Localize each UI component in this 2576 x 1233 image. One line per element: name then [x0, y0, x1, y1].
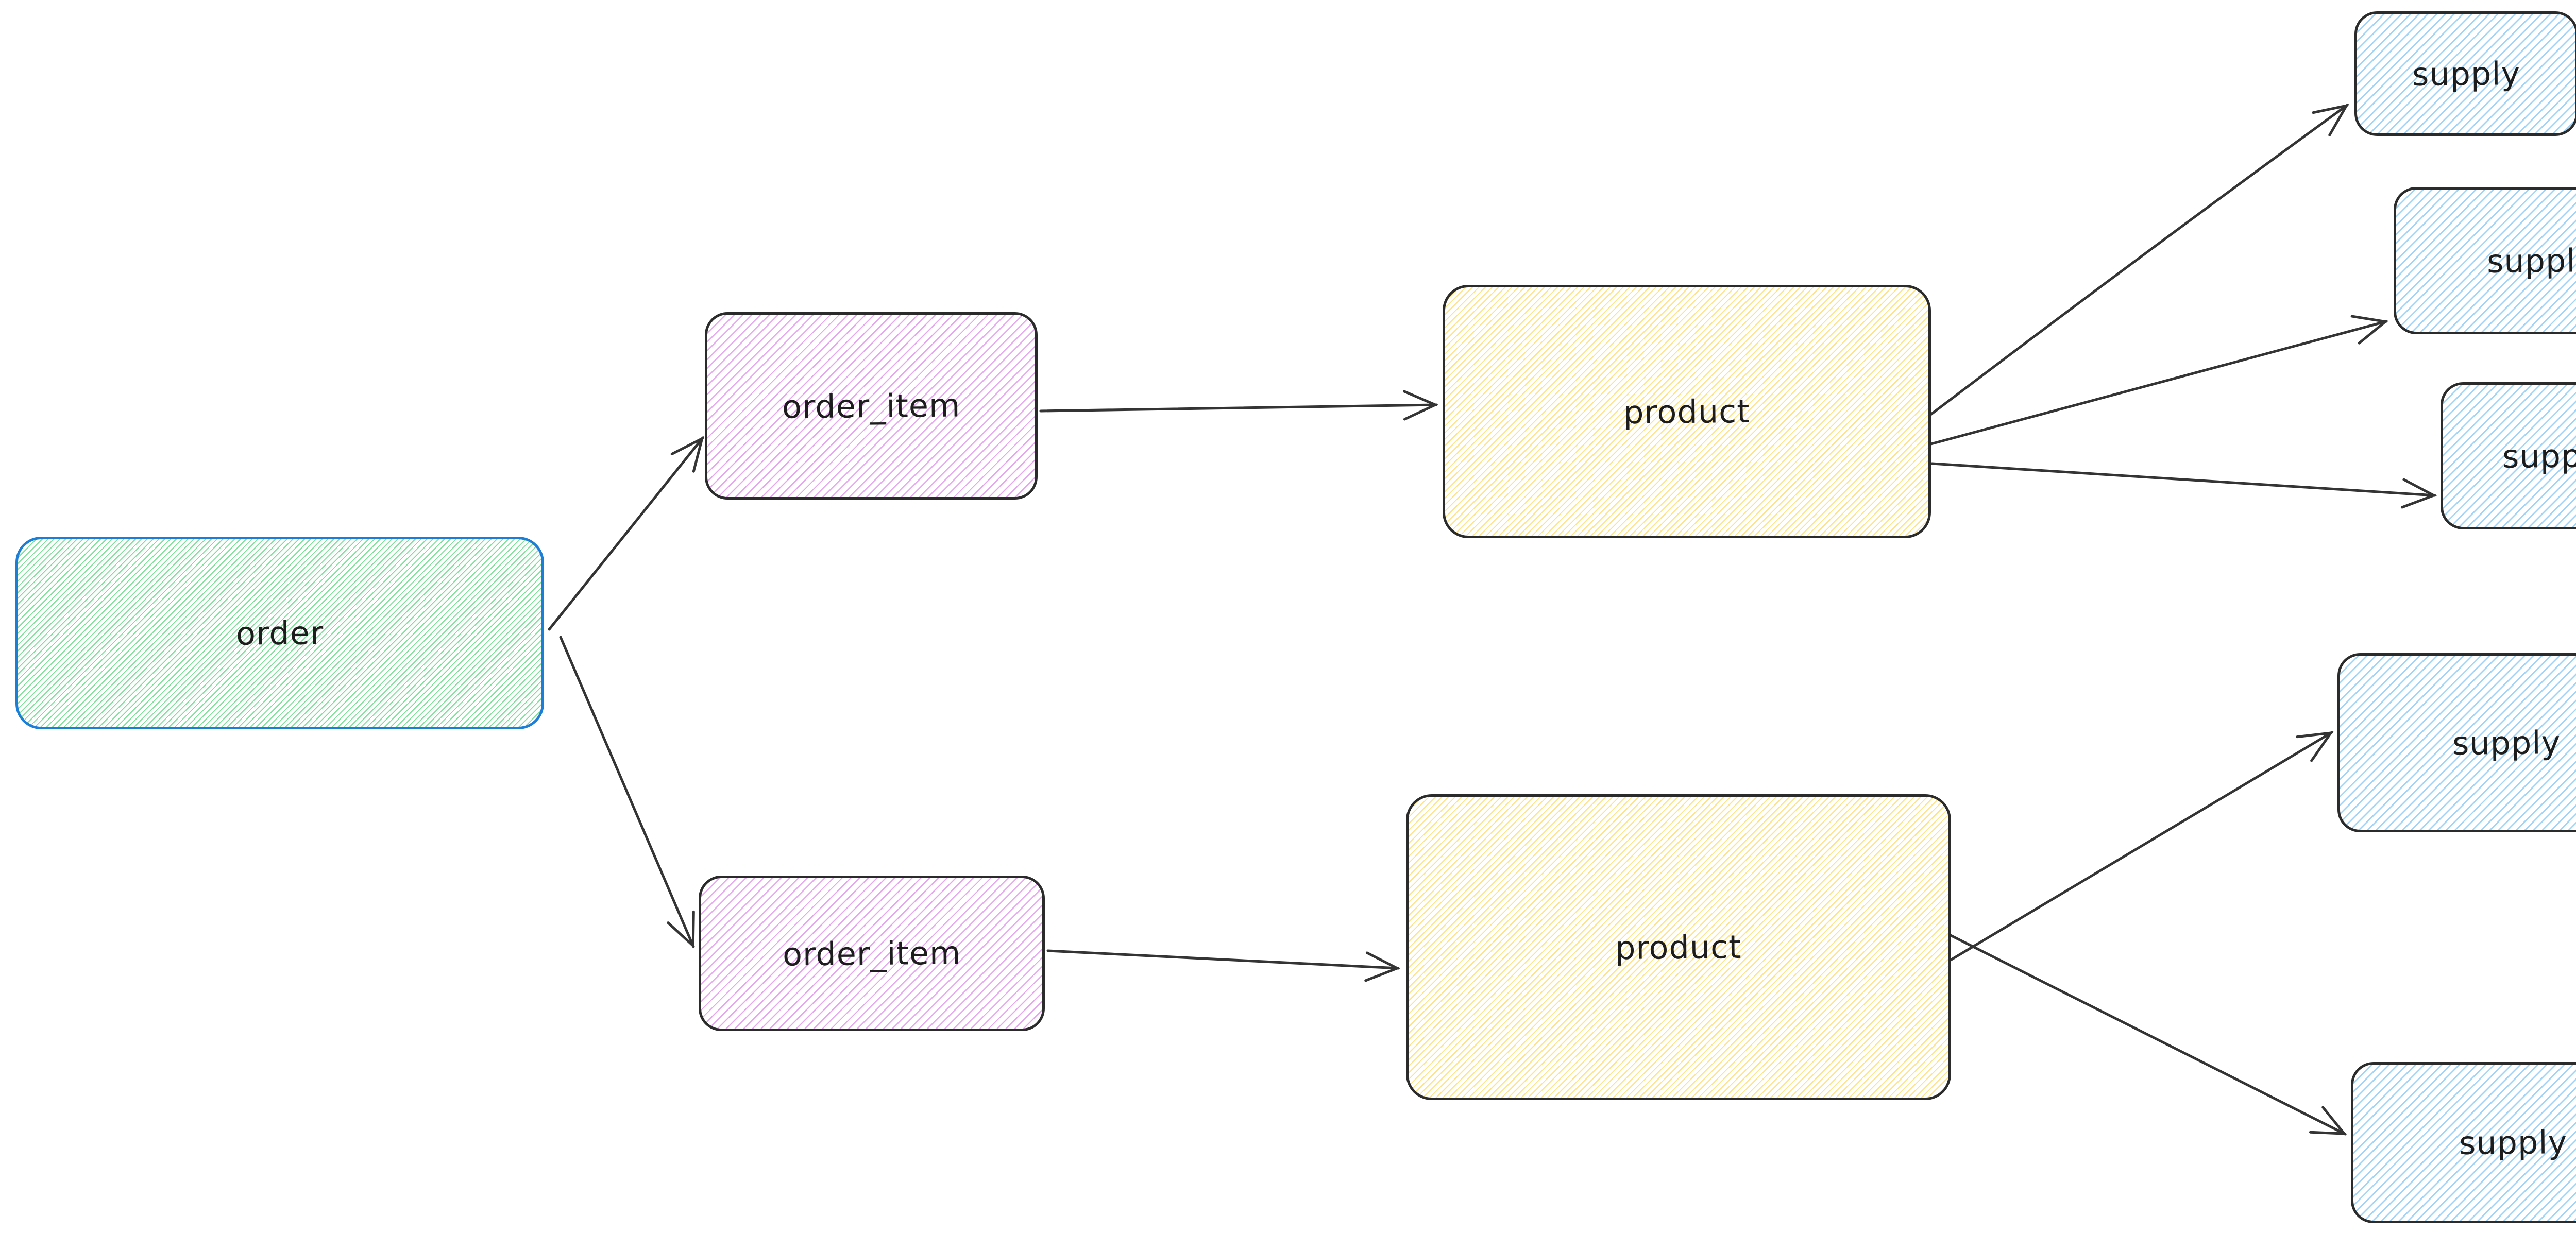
- node-supply-3[interactable]: supply: [2441, 382, 2576, 529]
- arrow-product-2-to-supply-4[interactable]: [1949, 731, 2334, 962]
- node-product-2-label: product: [1615, 928, 1742, 967]
- node-supply-3-label: supply: [2502, 436, 2576, 475]
- node-product-2[interactable]: product: [1406, 794, 1951, 1100]
- arrow-order-to-order-item-2[interactable]: [559, 636, 695, 949]
- node-supply-5-label: supply: [2459, 1123, 2568, 1162]
- node-supply-4-label: supply: [2452, 723, 2561, 762]
- arrow-product-1-to-supply-1[interactable]: [1928, 104, 2349, 417]
- arrow-product-1-to-supply-3[interactable]: [1930, 462, 2437, 509]
- arrow-order-item-1-to-product-1[interactable]: [1039, 390, 1439, 421]
- node-supply-1[interactable]: supply: [2354, 11, 2576, 136]
- node-supply-2[interactable]: supply: [2394, 187, 2576, 334]
- node-order-item-2[interactable]: order_item: [699, 876, 1045, 1031]
- node-product-1-label: product: [1623, 392, 1751, 431]
- node-product-1[interactable]: product: [1443, 285, 1931, 538]
- arrow-product-1-to-supply-2[interactable]: [1929, 315, 2388, 446]
- node-order-item-2-label: order_item: [782, 933, 961, 973]
- node-order-item-1-label: order_item: [782, 386, 961, 426]
- arrow-order-to-order-item-1[interactable]: [548, 436, 704, 631]
- arrow-order-item-2-to-product-2[interactable]: [1046, 949, 1401, 982]
- node-supply-4[interactable]: supply: [2337, 653, 2576, 832]
- node-supply-5[interactable]: supply: [2351, 1062, 2576, 1223]
- node-supply-2-label: supply: [2486, 241, 2576, 280]
- node-order[interactable]: order: [15, 537, 544, 729]
- node-supply-1-label: supply: [2412, 54, 2521, 93]
- arrow-product-2-to-supply-5[interactable]: [1949, 934, 2347, 1136]
- node-order-label: order: [235, 613, 324, 653]
- node-order-item-1[interactable]: order_item: [705, 312, 1038, 500]
